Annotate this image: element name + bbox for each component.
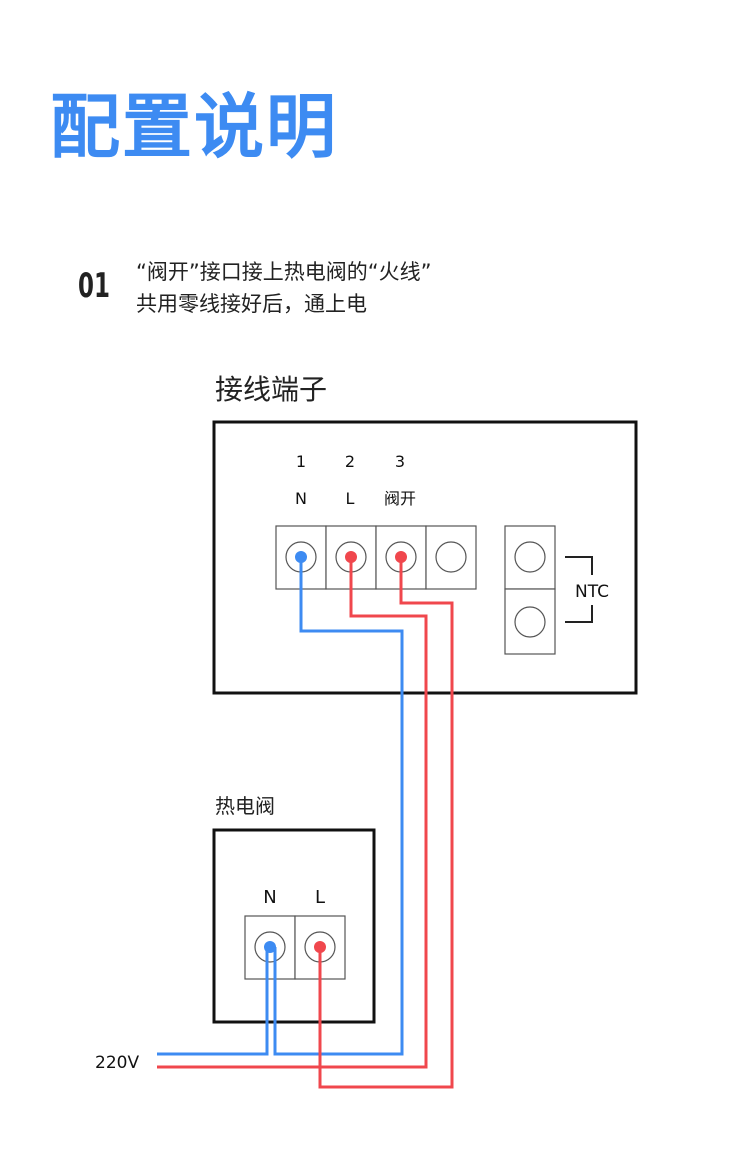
step-description: “阀开”接口接上热电阀的“火线” 共用零线接好后，通上电 [136, 256, 432, 320]
neutral-wire-supply [157, 947, 269, 1056]
step-number: 01 [78, 266, 110, 306]
step-line-1: “阀开”接口接上热电阀的“火线” [136, 260, 432, 284]
live-dot-valve [314, 941, 326, 953]
live-dot-terminal-valve [395, 551, 407, 563]
step-line-2: 共用零线接好后，通上电 [136, 292, 367, 316]
valve-name-n: N [263, 887, 276, 908]
live-wire-supply [157, 557, 428, 1069]
terminal-name-l: L [346, 489, 355, 508]
terminal-number-3: 3 [395, 452, 405, 471]
ntc-label: NTC [575, 582, 609, 602]
terminal-name-n: N [295, 489, 307, 508]
terminal-number-2: 2 [345, 452, 355, 471]
valve-name-l: L [315, 887, 325, 908]
terminal-number-1: 1 [296, 452, 306, 471]
page-title: 配置说明 [50, 86, 338, 168]
terminal-screws [285, 541, 467, 573]
ntc-screw-bottom [514, 606, 546, 638]
supply-voltage-label: 220V [95, 1053, 139, 1073]
ntc-screw-top [514, 541, 546, 573]
thermal-valve-label: 热电阀 [215, 794, 275, 818]
terminal-strip [275, 525, 477, 590]
neutral-wires [157, 557, 404, 1056]
terminal-name-valve-open: 阀开 [384, 489, 416, 508]
neutral-dot-valve [264, 941, 276, 953]
neutral-wire-terminal [273, 557, 404, 1056]
live-wire-valve [318, 557, 454, 1089]
thermal-valve-box [212, 828, 376, 1024]
ntc-terminal [504, 525, 556, 655]
live-dot-terminal-l [345, 551, 357, 563]
live-wires [157, 557, 454, 1089]
valve-terminal-strip [244, 915, 346, 980]
terminal-screw-4 [435, 541, 467, 573]
neutral-dot-terminal [295, 551, 307, 563]
terminal-block-label: 接线端子 [215, 373, 328, 406]
ntc-bracket [565, 556, 593, 623]
